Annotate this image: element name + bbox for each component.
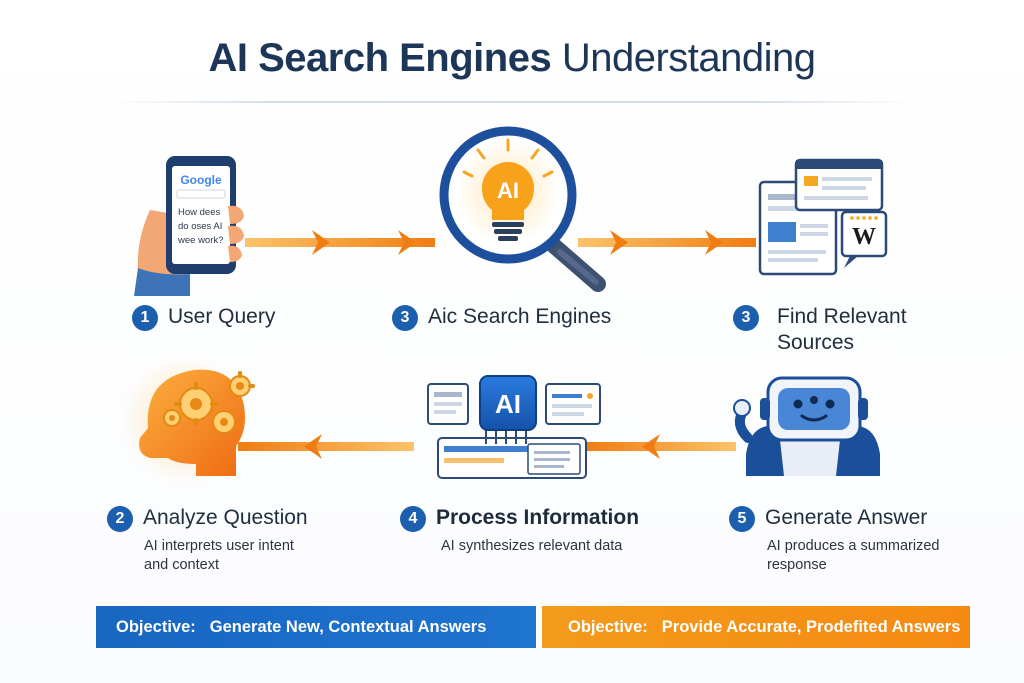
- step-description: AI produces a summarized response: [767, 537, 939, 575]
- step-label: Analyze Question: [143, 506, 308, 529]
- description-line: response: [767, 557, 827, 573]
- description-line: AI produces a summarized: [767, 538, 940, 554]
- head-gears-icon: [121, 356, 255, 484]
- process-chip-label: AI: [495, 389, 521, 419]
- bulb-label: AI: [497, 178, 519, 203]
- arrow-engine-to-sources: [578, 230, 756, 255]
- step-number: 2: [107, 506, 133, 532]
- step-number: 3: [733, 305, 759, 331]
- title-divider: [110, 101, 914, 103]
- step-description: AI interprets user intent and context: [144, 537, 294, 575]
- step-user-query: 1 User Query: [132, 304, 275, 331]
- step-number: 4: [400, 506, 426, 532]
- ai-processor-icon: AI: [427, 375, 601, 479]
- objective-text: Provide Accurate, Prodefited Answers: [661, 617, 961, 636]
- title-light: Understanding: [561, 36, 816, 80]
- wikipedia-letter: W: [852, 224, 876, 250]
- step-analyze-question: 2 Analyze Question: [107, 505, 308, 532]
- step-generate-answer: 5 Generate Answer: [729, 505, 927, 532]
- lightbulb-magnifier-icon: AI: [439, 126, 606, 292]
- step-label: Aic Search Engines: [428, 305, 612, 328]
- phone-query-line-3: wee work?: [177, 235, 223, 246]
- step-find-sources: 3 Find Relevant Sources: [733, 304, 907, 356]
- objective-banner-generate: Objective: Generate New, Contextual Answ…: [96, 606, 536, 648]
- phone-query-line-1: How dees: [178, 207, 220, 218]
- arrow-answer-to-process: [586, 434, 736, 459]
- page-title: AI Search Engines Understanding: [0, 36, 1024, 81]
- documents-icon: W: [758, 158, 888, 276]
- arrow-query-to-engine: [245, 230, 435, 255]
- objective-text: Generate New, Contextual Answers: [209, 617, 487, 636]
- robot-icon: [733, 376, 880, 476]
- step-search-engines: 3 Aic Search Engines: [392, 304, 611, 331]
- phone-brand: Google: [180, 173, 222, 187]
- step-label-line-1: Find Relevant: [777, 305, 907, 328]
- description-line: AI interprets user intent: [144, 538, 294, 554]
- phone-query-line-2: do oses AI: [178, 221, 222, 232]
- step-process-information: 4 Process Information: [400, 505, 639, 532]
- step-number: 3: [392, 305, 418, 331]
- objective-banner-provide: Objective: Provide Accurate, Prodefited …: [542, 606, 970, 648]
- objective-label: Objective:: [568, 617, 648, 636]
- arrow-process-to-analyze: [238, 434, 414, 459]
- objective-label: Objective:: [116, 617, 196, 636]
- step-label: Find Relevant Sources: [769, 304, 907, 356]
- step-label: User Query: [168, 305, 276, 328]
- description-line: AI synthesizes relevant data: [441, 538, 623, 554]
- step-label: Generate Answer: [765, 506, 928, 529]
- title-bold: AI Search Engines: [208, 36, 552, 80]
- step-description: AI synthesizes relevant data: [441, 537, 622, 556]
- step-number: 5: [729, 506, 755, 532]
- step-label: Process Information: [436, 506, 640, 529]
- phone-search-icon: Google How dees do oses AI wee work?: [134, 156, 244, 296]
- step-label-line-2: Sources: [777, 331, 855, 354]
- description-line: and context: [144, 557, 219, 573]
- step-number: 1: [132, 305, 158, 331]
